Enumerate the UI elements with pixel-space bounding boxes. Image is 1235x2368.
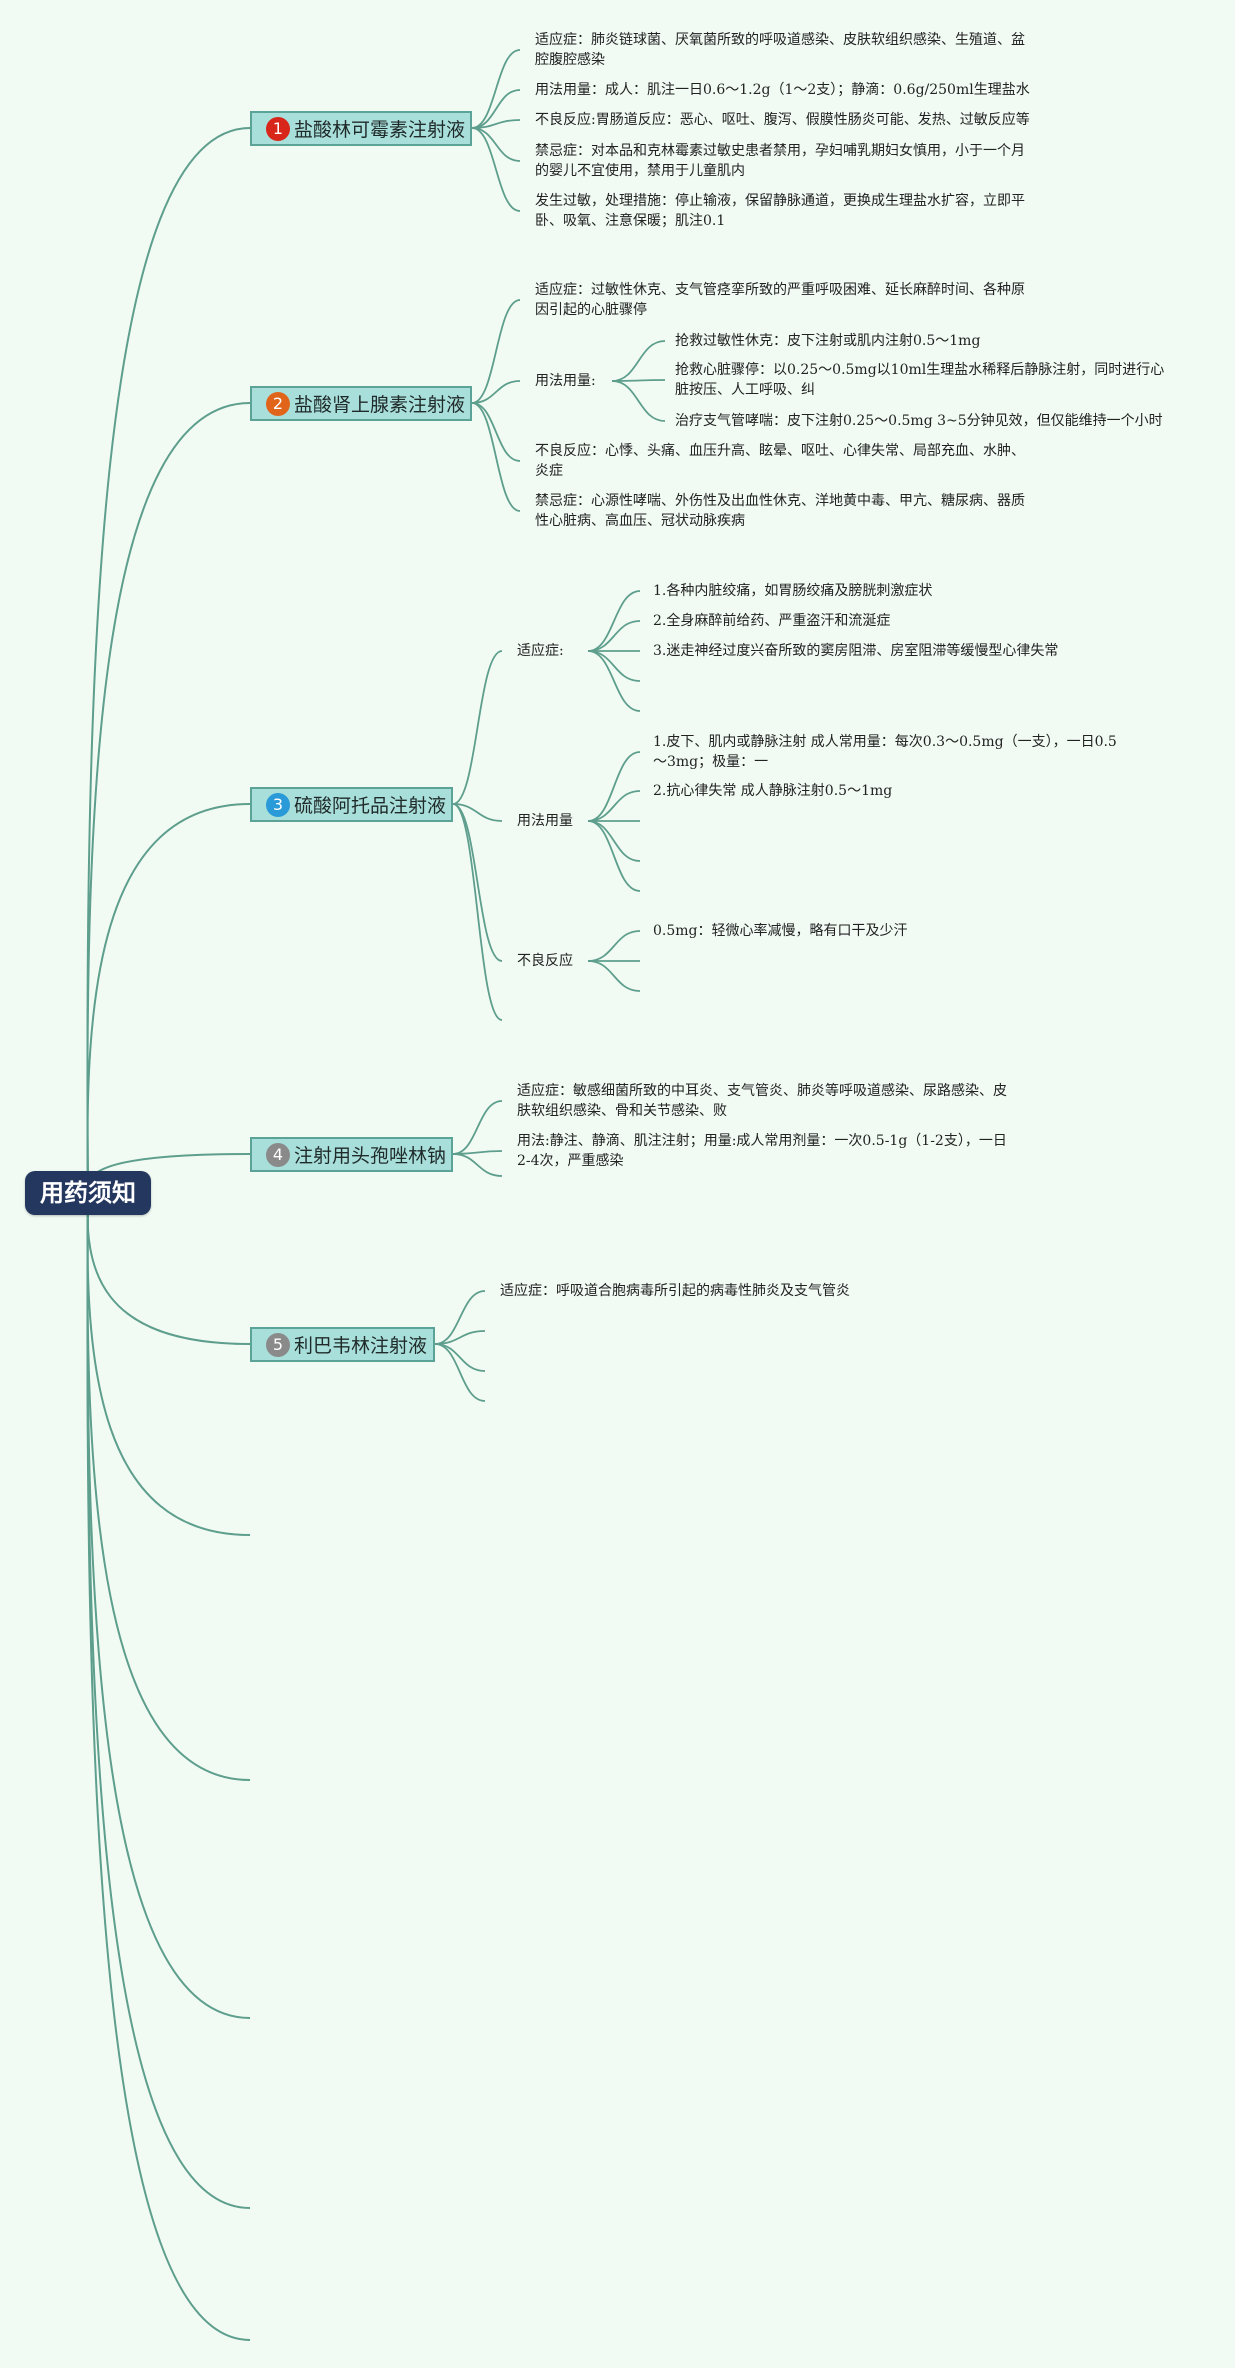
branch-3-group-2-label: 用法用量 bbox=[517, 813, 573, 829]
branch-2-usage-item-3: 治疗支气管哮喘：皮下注射0.25～0.5mg 3~5分钟见效，但仅能维持一个小时 bbox=[675, 413, 1163, 429]
root-connector-10 bbox=[86, 1192, 251, 2341]
branch-3-group-3-item-1: 0.5mg：轻微心率减慢，略有口干及少汗 bbox=[653, 923, 908, 939]
connector-13 bbox=[471, 119, 521, 129]
branch-node-2[interactable]: 2 盐酸肾上腺素注射液 bbox=[250, 386, 472, 421]
number-badge-2: 2 bbox=[266, 391, 290, 416]
connector-40 bbox=[452, 1100, 503, 1155]
connector-36 bbox=[587, 820, 641, 892]
branch-node-4[interactable]: 4 注射用头孢唑林钠 bbox=[250, 1137, 453, 1172]
root-connector-7 bbox=[86, 1192, 251, 1781]
root-connector-2 bbox=[86, 402, 251, 1194]
connector-18 bbox=[471, 402, 521, 462]
root-connector-9 bbox=[86, 1192, 251, 2209]
branch-3-group-1-item-1: 1.各种内脏绞痛，如胃肠绞痛及膀胱刺激症状 bbox=[653, 583, 933, 599]
branch-title-2: 盐酸肾上腺素注射液 bbox=[294, 394, 466, 416]
number-badge-4: 4 bbox=[266, 1142, 290, 1167]
branch-3-group-1-label: 适应症: bbox=[517, 643, 564, 659]
branch-1-item-5: 发生过敏，处理措施：停止输液，保留静脉通道，更换成生理盐水扩容，立即平卧、吸氧、… bbox=[535, 193, 1025, 229]
branch-3-group-2-item-2: 2.抗心律失常 成人静脉注射0.5～1mg bbox=[653, 783, 893, 799]
root-connector-6 bbox=[86, 1192, 251, 1536]
branch-2-usage-item-2: 抢救心脏骤停：以0.25～0.5mg以10ml生理盐水稀释后静脉注射，同时进行心… bbox=[675, 362, 1165, 398]
root-node[interactable]: 用药须知 bbox=[25, 1171, 151, 1215]
branch-node-1[interactable]: 1 盐酸林可霉素注射液 bbox=[250, 111, 472, 146]
connector-15 bbox=[471, 127, 521, 212]
branch-node-3[interactable]: 3 硫酸阿托品注射液 bbox=[250, 787, 453, 822]
branch-title-5: 利巴韦林注射液 bbox=[294, 1335, 428, 1357]
number-badge-5: 5 bbox=[266, 1332, 290, 1357]
branch-title-4: 注射用头孢唑林钠 bbox=[294, 1145, 447, 1167]
branch-2-usage-label: 用法用量: bbox=[535, 373, 596, 389]
connector-12 bbox=[471, 89, 521, 129]
branch-1-item-3: 不良反应:胃肠道反应：恶心、呕吐、腹泻、假膜性肠炎可能、发热、过敏反应等 bbox=[535, 112, 1030, 128]
connector-11 bbox=[471, 49, 521, 129]
connector-39 bbox=[587, 960, 641, 992]
connector-37 bbox=[587, 930, 641, 962]
connector-27 bbox=[587, 590, 641, 652]
connector-32 bbox=[587, 751, 641, 822]
branch-title-1: 盐酸林可霉素注射液 bbox=[294, 119, 466, 141]
root-connector-3 bbox=[86, 803, 251, 1194]
connector-26 bbox=[452, 803, 503, 1021]
branch-1-item-2: 用法用量：成人：肌注一日0.6～1.2g（1～2支）；静滴：0.6g/250ml… bbox=[535, 82, 1030, 98]
branch-2-usage-item-1: 抢救过敏性休克：皮下注射或肌内注射0.5～1mg bbox=[675, 333, 981, 349]
connector-33 bbox=[587, 790, 641, 822]
connector-17 bbox=[471, 380, 521, 404]
branch-2-item-1: 适应症：过敏性休克、支气管痉挛所致的严重呼吸困难、延长麻醉时间、各种原因引起的心… bbox=[535, 282, 1025, 318]
branch-3-group-1-item-2: 2.全身麻醉前给药、严重盗汗和流涎症 bbox=[653, 613, 891, 629]
branch-3-group-2-item-1: 1.皮下、肌内或静脉注射 成人常用量：每次0.3～0.5mg（一支），一日0.5… bbox=[653, 734, 1117, 770]
connector-23 bbox=[452, 650, 503, 805]
branch-5-item-1: 适应症：呼吸道合胞病毒所引起的病毒性肺炎及支气管炎 bbox=[500, 1283, 850, 1299]
connector-21 bbox=[611, 379, 666, 382]
number-badge-3: 3 bbox=[266, 792, 290, 817]
connector-28 bbox=[587, 620, 641, 652]
connector-30 bbox=[587, 650, 641, 682]
connector-22 bbox=[611, 380, 666, 422]
branch-title-3: 硫酸阿托品注射液 bbox=[294, 795, 447, 817]
connector-16 bbox=[471, 299, 521, 404]
connector-43 bbox=[434, 1290, 486, 1345]
branch-node-5[interactable]: 5 利巴韦林注射液 bbox=[250, 1327, 435, 1362]
branch-4-item-1: 适应症：敏感细菌所致的中耳炎、支气管炎、肺炎等呼吸道感染、尿路感染、皮肤软组织感… bbox=[517, 1083, 1007, 1119]
branch-1-item-1: 适应症：肺炎链球菌、厌氧菌所致的呼吸道感染、皮肤软组织感染、生殖道、盆腔腹腔感染 bbox=[535, 32, 1025, 68]
branch-3-group-1-item-3: 3.迷走神经过度兴奋所致的窦房阻滞、房室阻滞等缓慢型心律失常 bbox=[653, 643, 1059, 659]
connector-20 bbox=[611, 340, 666, 382]
connector-14 bbox=[471, 127, 521, 162]
root-connector-1 bbox=[86, 127, 251, 1194]
number-badge-1: 1 bbox=[266, 116, 290, 141]
connector-25 bbox=[452, 803, 503, 962]
connector-24 bbox=[452, 803, 503, 822]
branch-1-item-4: 禁忌症：对本品和克林霉素过敏史患者禁用，孕妇哺乳期妇女慎用，小于一个月的婴儿不宜… bbox=[535, 143, 1025, 179]
branch-2-item-3: 禁忌症：心源性哮喘、外伤性及出血性休克、洋地黄中毒、甲亢、糖尿病、器质性心脏病、… bbox=[535, 493, 1025, 529]
connector-45 bbox=[434, 1343, 486, 1372]
root-connector-5 bbox=[86, 1192, 251, 1345]
branch-4-item-2: 用法:静注、静滴、肌注注射；用量:成人常用剂量：一次0.5-1g（1-2支），一… bbox=[517, 1133, 1007, 1169]
connector-42 bbox=[452, 1153, 503, 1177]
branch-3-group-3-label: 不良反应 bbox=[517, 953, 573, 969]
connector-19 bbox=[471, 402, 521, 512]
connector-46 bbox=[434, 1343, 486, 1402]
branch-2-item-2: 不良反应：心悸、头痛、血压升高、眩晕、呕吐、心律失常、局部充血、水肿、炎症 bbox=[535, 443, 1025, 479]
connector-31 bbox=[587, 650, 641, 712]
